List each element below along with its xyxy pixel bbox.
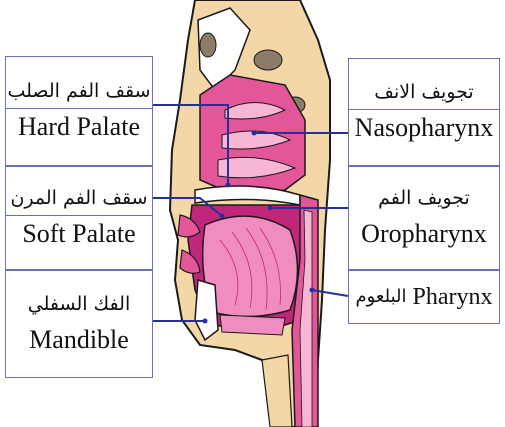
mandible-english: Mandible xyxy=(29,324,129,357)
soft-palate-english: Soft Palate xyxy=(22,218,135,251)
label-oropharynx: تجويف الفم Oropharynx xyxy=(348,166,500,270)
nasopharynx-divider xyxy=(349,109,499,110)
label-pharynx: البلعوم Pharynx xyxy=(348,270,500,324)
sinus-2 xyxy=(254,50,282,70)
hard-palate-english: Hard Palate xyxy=(18,111,140,144)
tongue xyxy=(203,216,298,316)
pharynx-arabic: البلعوم xyxy=(355,285,406,308)
label-hard-palate: سقف الفم الصلب Hard Palate xyxy=(5,56,153,166)
label-nasopharynx: تجويف الانف Nasopharynx xyxy=(348,58,500,166)
oropharynx-arabic: تجويف الفم xyxy=(378,186,470,211)
oropharynx-english: Oropharynx xyxy=(361,218,487,251)
pharynx-english: Pharynx xyxy=(413,282,493,312)
label-mandible: الفك السفلي Mandible xyxy=(5,270,153,378)
soft-palate-divider xyxy=(6,215,152,216)
hard-palate-arabic: سقف الفم الصلب xyxy=(7,79,150,104)
sinus-1 xyxy=(200,33,216,57)
mandible-arabic: الفك السفلي xyxy=(28,292,131,317)
hyoid-region xyxy=(220,315,285,335)
nasopharynx-arabic: تجويف الانف xyxy=(374,80,473,105)
trachea xyxy=(262,355,292,427)
soft-palate-arabic: سقف الفم المرن xyxy=(10,186,147,211)
hard-palate-divider xyxy=(6,108,152,109)
label-soft-palate: سقف الفم المرن Soft Palate xyxy=(5,166,153,270)
nasopharynx-english: Nasopharynx xyxy=(355,112,494,145)
